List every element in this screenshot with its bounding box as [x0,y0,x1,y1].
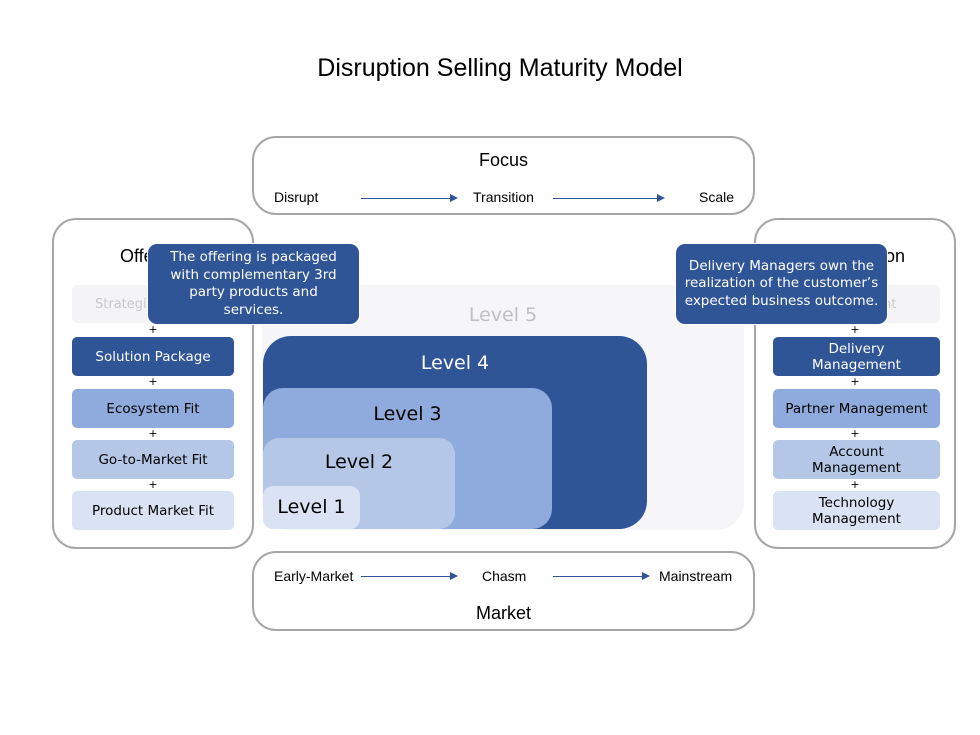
focus-panel: Focus Disrupt Transition Scale [252,136,755,215]
offering-plus-1: + [148,323,158,336]
execution-plus-2: + [850,375,860,388]
execution-partner-management: Partner Management [773,389,940,428]
focus-stage-scale: Scale [699,189,735,205]
execution-technology-management: Technology Management [773,491,940,530]
market-panel: Early-Market Chasm Mainstream Market [252,551,755,631]
offering-plus-2: + [148,375,158,388]
execution-delivery-management: Delivery Management [773,337,940,376]
focus-arrow-2 [553,193,665,202]
execution-callout: Delivery Managers own the realization of… [675,243,888,325]
offering-strategy-label: Strategi [95,296,147,312]
market-title: Market [475,603,531,623]
execution-account-management: Account Management [773,440,940,479]
offering-callout: The offering is packaged with complement… [147,243,360,325]
level-1-label: Level 1 [277,496,346,518]
level-3-label: Level 3 [373,403,442,425]
market-stage-chasm: Chasm [482,568,527,584]
offering-plus-3: + [148,427,158,440]
level-5-label: Level 5 [468,304,538,326]
focus-stage-transition: Transition [473,189,534,205]
offering-go-to-market-fit: Go-to-Market Fit [72,440,234,479]
level-2-label: Level 2 [324,451,394,473]
market-stage-mainstream: Mainstream [659,568,733,584]
offering-product-market-fit: Product Market Fit [72,491,234,530]
offering-solution-package: Solution Package [72,337,234,376]
focus-stage-disrupt: Disrupt [274,189,319,205]
level-1-box: Level 1 [263,486,360,529]
focus-arrow-1 [361,193,458,202]
market-arrow-2 [553,571,650,580]
diagram-title: Disruption Selling Maturity Model [317,54,683,82]
execution-plus-4: + [850,478,860,491]
offering-title: Offe [120,246,154,266]
offering-plus-4: + [148,478,158,491]
offering-ecosystem-fit: Ecosystem Fit [72,389,234,428]
execution-plus-1: + [850,323,860,336]
market-stage-early: Early-Market [274,568,354,584]
execution-plus-3: + [850,427,860,440]
market-arrow-1 [361,571,458,580]
focus-title: Focus [478,150,529,170]
level-4-label: Level 4 [420,352,490,374]
